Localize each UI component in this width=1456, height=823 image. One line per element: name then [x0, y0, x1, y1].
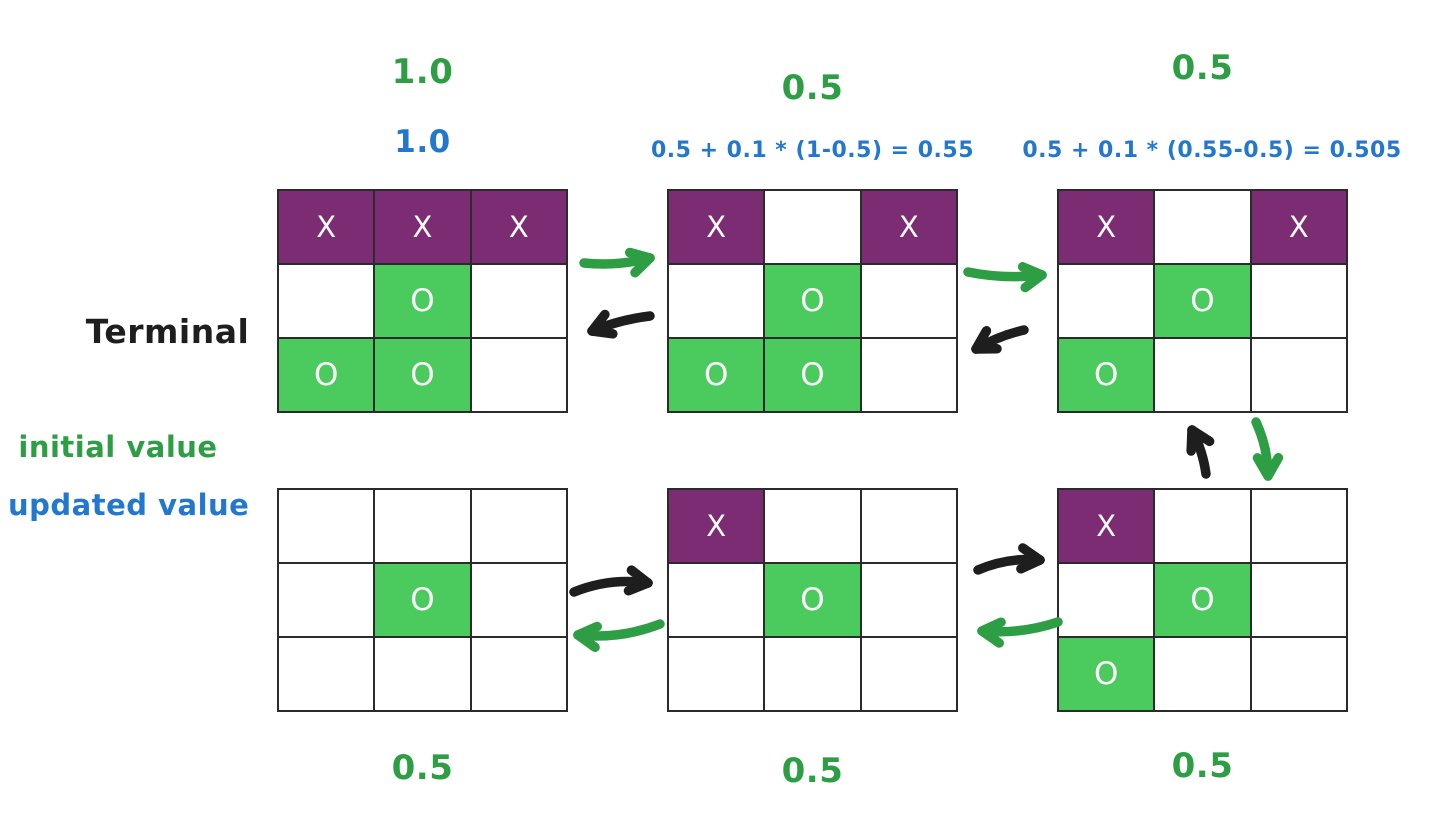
board-cell: [375, 490, 470, 562]
board-cell: O: [765, 564, 860, 636]
black-arrow-right-bottom-1: [569, 565, 653, 597]
board-cell: O: [375, 265, 470, 337]
update-formula-2: 0.5 + 0.1 * (0.55-0.5) = 0.505: [1022, 138, 1402, 163]
initial-value-top-1: 1.0: [391, 52, 454, 92]
board-cell: [861, 339, 956, 411]
updated-value-top-1: 1.0: [394, 124, 451, 160]
green-arrow-down-right: [1251, 417, 1284, 481]
board-cell: [669, 638, 764, 710]
board-cell: X: [279, 191, 374, 263]
board-cell: X: [1059, 490, 1154, 562]
update-formula-1: 0.5 + 0.1 * (1-0.5) = 0.55: [650, 138, 975, 163]
board-state-mid-game: X X O O: [1057, 189, 1348, 413]
initial-value-top-2: 0.5: [781, 68, 844, 108]
board-cell: [471, 638, 566, 710]
initial-value-bottom-1: 0.5: [391, 748, 454, 788]
black-arrow-up-right: [1186, 425, 1215, 479]
green-arrow-right-top-2: [963, 262, 1047, 293]
board-state-move-1: X O: [667, 488, 958, 712]
label-initial-value: initial value: [18, 430, 218, 464]
board-cell: [861, 265, 956, 337]
board-cell: O: [1155, 564, 1250, 636]
board-state-before-terminal: X X O O O: [667, 189, 958, 413]
board-cell: [1251, 638, 1346, 710]
board-cell: O: [765, 339, 860, 411]
board-cell: O: [669, 339, 764, 411]
board-cell: [375, 638, 470, 710]
board-cell: [765, 191, 860, 263]
board-state-move-2: X O O: [1057, 488, 1348, 712]
board-cell: [1155, 490, 1250, 562]
black-arrow-left-top-2: [971, 325, 1029, 354]
board-cell: [765, 638, 860, 710]
board-cell: [861, 638, 956, 710]
board-cell: [471, 564, 566, 636]
board-cell: [1251, 339, 1346, 411]
board-cell: [1251, 490, 1346, 562]
board-cell: O: [1059, 339, 1154, 411]
initial-value-bottom-2: 0.5: [781, 751, 844, 791]
board-terminal-state: X X X O O O: [277, 189, 568, 413]
board-cell: [279, 638, 374, 710]
board-cell: O: [375, 564, 470, 636]
green-arrow-right-top-1: [579, 247, 655, 278]
board-cell: O: [765, 265, 860, 337]
board-cell: X: [471, 191, 566, 263]
board-cell: [279, 265, 374, 337]
board-cell: X: [1251, 191, 1346, 263]
board-cell: [279, 564, 374, 636]
board-cell: [861, 490, 956, 562]
board-cell: O: [279, 339, 374, 411]
board-cell: [1155, 638, 1250, 710]
board-cell: [1251, 265, 1346, 337]
board-cell: [1059, 265, 1154, 337]
label-terminal: Terminal: [85, 312, 250, 351]
board-cell: X: [861, 191, 956, 263]
green-arrow-left-bottom-2: [977, 617, 1063, 648]
label-updated-value: updated value: [8, 488, 250, 522]
board-cell: O: [1155, 265, 1250, 337]
green-arrow-left-bottom-1: [573, 619, 665, 653]
board-cell: X: [669, 490, 764, 562]
board-initial-state: O: [277, 488, 568, 712]
board-cell: X: [669, 191, 764, 263]
board-cell: [1059, 564, 1154, 636]
board-cell: [765, 490, 860, 562]
board-cell: X: [375, 191, 470, 263]
black-arrow-left-top-1: [587, 309, 655, 339]
board-cell: [669, 564, 764, 636]
initial-value-bottom-3: 0.5: [1171, 746, 1234, 786]
board-cell: [1155, 339, 1250, 411]
board-cell: X: [1059, 191, 1154, 263]
board-cell: [1155, 191, 1250, 263]
black-arrow-right-bottom-2: [973, 543, 1045, 575]
board-cell: O: [1059, 638, 1154, 710]
board-cell: [471, 265, 566, 337]
board-cell: [279, 490, 374, 562]
board-cell: [861, 564, 956, 636]
board-cell: [669, 265, 764, 337]
board-cell: [1251, 564, 1346, 636]
initial-value-top-3: 0.5: [1171, 48, 1234, 88]
board-cell: [471, 339, 566, 411]
board-cell: O: [375, 339, 470, 411]
board-cell: [471, 490, 566, 562]
